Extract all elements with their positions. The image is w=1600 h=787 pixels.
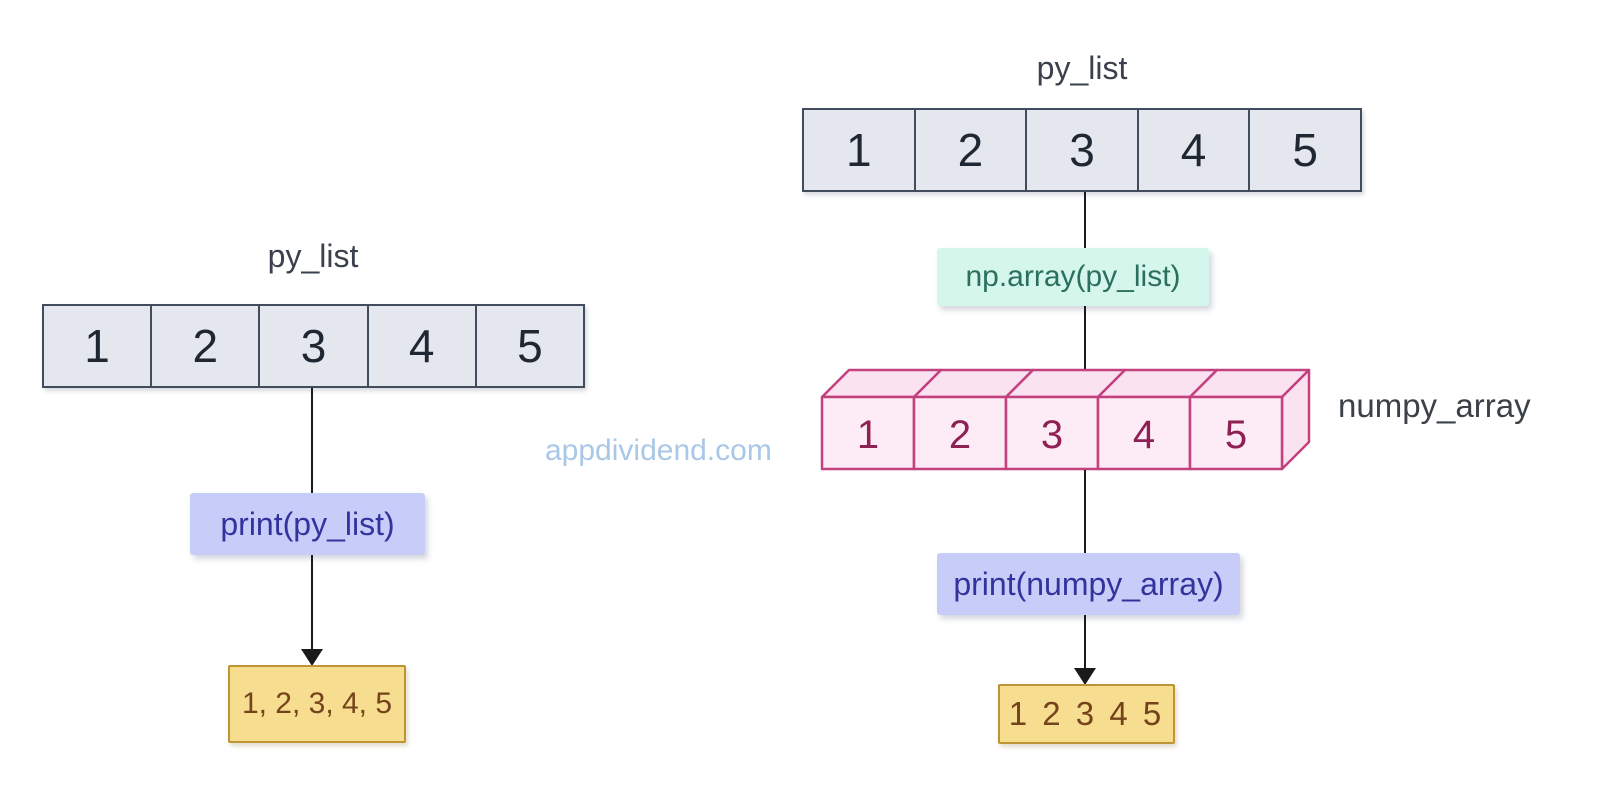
- numpy-cell-value: 4: [1133, 413, 1155, 457]
- numpy-array-label: numpy_array: [1338, 387, 1531, 424]
- list-cell: 4: [369, 306, 477, 386]
- py-list-label: py_list: [1036, 50, 1128, 86]
- py-list-array: 1 2 3 4 5: [42, 304, 585, 388]
- cube-front-face: [1188, 395, 1284, 471]
- py-list-label: py_list: [267, 238, 359, 274]
- numpy-cell-value: 2: [949, 413, 971, 457]
- numpy-cell-value: 3: [1041, 413, 1063, 457]
- list-cell: 4: [1139, 110, 1251, 190]
- print-py-list-box: print(py_list): [190, 493, 425, 555]
- list-cell: 5: [517, 320, 543, 372]
- watermark: appdividend.com: [545, 434, 772, 467]
- list-cell: 1: [804, 110, 916, 190]
- connector-line: [1084, 470, 1086, 553]
- list-output-box: 1, 2, 3, 4, 5: [228, 665, 406, 743]
- list-cell: 2: [152, 306, 261, 386]
- list-cell: 5: [1292, 124, 1318, 176]
- numpy-cell-value: 1: [857, 413, 879, 457]
- arrow-down-icon: [301, 649, 323, 666]
- list-cell: 3: [260, 306, 369, 386]
- np-array-convert-box: np.array(py_list): [937, 248, 1209, 306]
- cube-front-face: [820, 395, 916, 471]
- py-list-array: 1 2 3 4 5: [802, 108, 1362, 192]
- numpy-output-box: 1 2 3 4 5: [998, 684, 1175, 744]
- numpy-3d-array: 1 2 3 4 5: [820, 368, 1311, 471]
- numpy-cell-value: 5: [1225, 413, 1247, 457]
- cube-front-face: [1096, 395, 1192, 471]
- list-cell: 3: [1027, 110, 1139, 190]
- arrow-down-icon: [1074, 668, 1096, 685]
- cube-front-face: [1004, 395, 1100, 471]
- connector-line: [1084, 615, 1086, 669]
- list-cell: 2: [916, 110, 1028, 190]
- connector-line: [1084, 192, 1086, 248]
- print-numpy-array-box: print(numpy_array): [937, 553, 1240, 615]
- list-cell: 1: [44, 306, 153, 386]
- connector-line: [311, 388, 313, 493]
- connector-line: [311, 555, 313, 650]
- connector-line: [1084, 306, 1086, 370]
